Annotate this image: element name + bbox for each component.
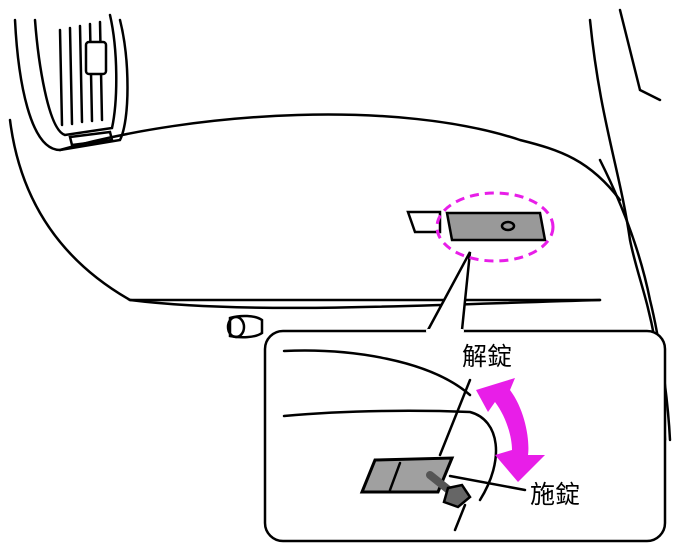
unlock-label: 解錠 (462, 342, 513, 371)
knob (226, 314, 264, 339)
air-vent (13, 13, 129, 152)
callout-pointer (426, 251, 472, 332)
lock-unlock-arrow-icon (476, 378, 545, 482)
lock-label: 施錠 (530, 480, 581, 509)
dashboard-edge (58, 113, 622, 202)
highlight-circle (435, 191, 555, 263)
